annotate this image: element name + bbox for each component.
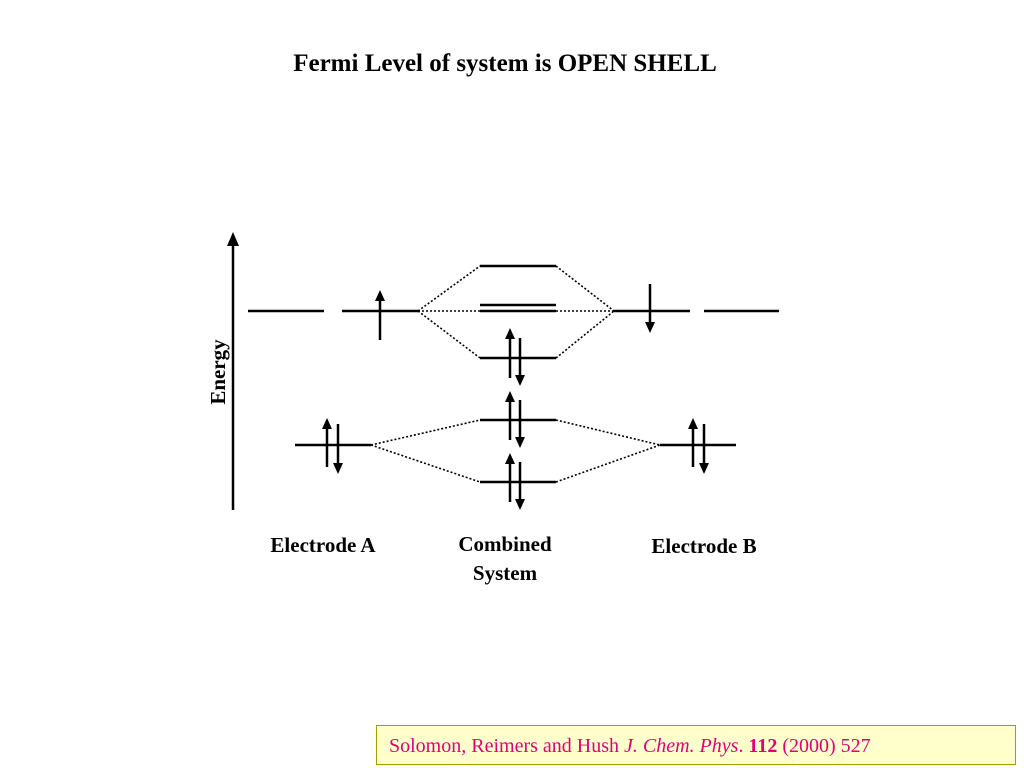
- spin-up-arrowhead: [322, 418, 332, 429]
- citation-year-pages: (2000) 527: [777, 735, 871, 757]
- spin-up-arrowhead: [688, 418, 698, 429]
- spin-up-arrowhead: [505, 453, 515, 464]
- slide-title: Fermi Level of system is OPEN SHELL: [293, 50, 717, 77]
- spin-down-arrowhead: [333, 463, 343, 474]
- correlation-line: [555, 444, 661, 483]
- spin-up-arrowhead: [375, 290, 385, 301]
- correlation-line: [370, 419, 481, 446]
- citation-authors: Solomon, Reimers and Hush: [389, 735, 624, 757]
- citation-journal-dot: .: [738, 735, 749, 757]
- combined-system-label-line2: System: [473, 561, 538, 585]
- correlation-line: [555, 310, 615, 359]
- correlation-line: [555, 265, 615, 312]
- electrode-b-label: Electrode B: [651, 534, 756, 558]
- spin-down-arrowhead: [515, 499, 525, 510]
- spin-down-arrowhead: [515, 437, 525, 448]
- citation-journal: J. Chem. Phys: [624, 735, 739, 757]
- combined-system-label-line1: Combined: [458, 532, 552, 556]
- spin-down-arrowhead: [645, 322, 655, 333]
- correlation-line: [417, 310, 481, 359]
- citation-volume: 112: [748, 735, 778, 757]
- citation-box: Solomon, Reimers and Hush J. Chem. Phys.…: [376, 725, 1016, 765]
- correlation-line: [417, 265, 481, 312]
- spin-up-arrowhead: [505, 328, 515, 339]
- spin-up-arrowhead: [505, 391, 515, 402]
- spin-down-arrowhead: [515, 375, 525, 386]
- energy-axis-label: Energy: [206, 339, 230, 405]
- electrode-a-label: Electrode A: [270, 533, 376, 557]
- correlation-line: [555, 419, 661, 446]
- energy-axis-arrowhead: [227, 232, 239, 246]
- correlation-line: [370, 444, 481, 483]
- spin-down-arrowhead: [699, 463, 709, 474]
